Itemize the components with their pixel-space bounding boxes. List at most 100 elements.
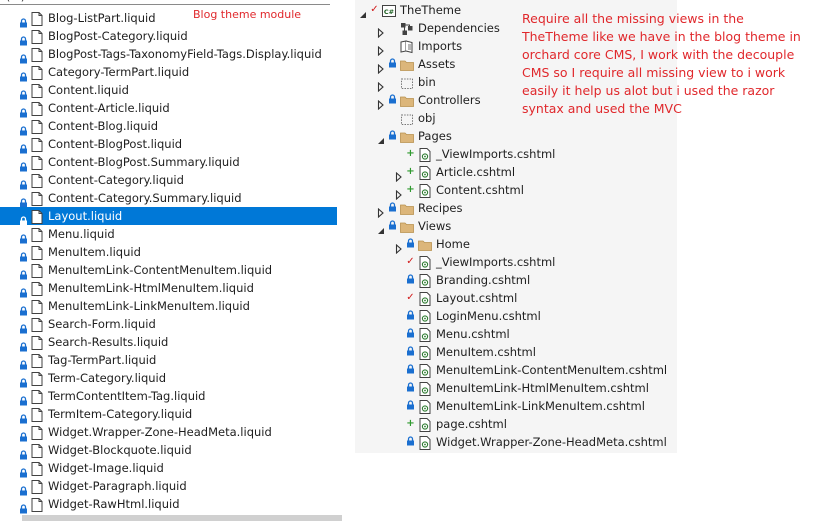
liquid-file-item[interactable]: Content.liquid [0, 81, 346, 100]
tree-node-label: TheTheme [400, 3, 462, 17]
liquid-file-item[interactable]: Widget.Wrapper-Zone-HeadMeta.liquid [0, 423, 346, 442]
tree-node-label: Dependencies [418, 21, 500, 35]
liquid-file-item[interactable]: TermItem-Category.liquid [0, 405, 346, 424]
tree-node[interactable]: MenuItemLink-HtmlMenuItem.cshtml [395, 379, 677, 397]
tree-node[interactable]: Imports [377, 37, 677, 57]
tree-node[interactable]: ✓C#TheTheme [359, 1, 677, 19]
liquid-file-item[interactable]: TermContentItem-Tag.liquid [0, 387, 346, 406]
expander-collapsed-icon[interactable] [395, 185, 403, 201]
tree-node[interactable]: Menu.cshtml [395, 325, 677, 343]
liquid-file-item[interactable]: Widget-Blockquote.liquid [0, 441, 346, 460]
lock-icon [405, 328, 416, 340]
expander-expanded-icon[interactable] [359, 5, 367, 18]
expander-collapsed-icon[interactable] [395, 239, 403, 255]
liquid-file-item[interactable]: Term-Category.liquid [0, 369, 346, 388]
tree-node[interactable]: bin [377, 73, 677, 93]
liquid-file-item[interactable]: Menu.liquid [0, 225, 346, 244]
lock-icon [19, 157, 28, 172]
expander-collapsed-icon[interactable] [377, 203, 385, 219]
liquid-file-item[interactable]: Category-TermPart.liquid [0, 63, 346, 82]
liquid-file-item[interactable]: Widget-RawHtml.liquid [0, 495, 346, 514]
tree-node[interactable]: ✓Layout.cshtml [395, 289, 677, 307]
tree-node[interactable]: ✓_ViewImports.cshtml [395, 253, 677, 271]
tree-node[interactable]: +Article.cshtml [395, 163, 677, 183]
expander-collapsed-icon[interactable] [377, 59, 385, 75]
expander-collapsed-icon[interactable] [377, 23, 385, 39]
tree-node[interactable]: Dependencies [377, 19, 677, 39]
file-icon [31, 335, 43, 350]
tree-node[interactable]: Views [377, 217, 677, 235]
tree-node[interactable]: Recipes [377, 199, 677, 219]
liquid-file-item[interactable]: Layout.liquid [0, 207, 337, 226]
liquid-file-item[interactable]: Tag-TermPart.liquid [0, 351, 346, 370]
expander-collapsed-icon[interactable] [377, 41, 385, 57]
tree-node[interactable]: Widget.Wrapper-Zone-HeadMeta.cshtml [395, 433, 677, 451]
plus-icon: + [406, 418, 415, 429]
liquid-file-item[interactable]: MenuItem.liquid [0, 243, 346, 262]
liquid-file-item[interactable]: MenuItemLink-ContentMenuItem.liquid [0, 261, 346, 280]
liquid-file-item[interactable]: BlogPost-Category.liquid [0, 27, 346, 46]
razor-file-icon [418, 183, 432, 198]
liquid-file-item[interactable]: Content-Category.liquid [0, 171, 346, 190]
razor-file-icon [418, 345, 432, 360]
lock-icon [387, 220, 398, 232]
expander-expanded-icon[interactable] [377, 221, 385, 234]
tree-node[interactable]: Pages [377, 127, 677, 145]
razor-file-icon [418, 363, 432, 378]
liquid-file-name: Widget-Image.liquid [48, 461, 164, 475]
liquid-file-item[interactable]: Content-BlogPost.Summary.liquid [0, 153, 346, 172]
tree-node[interactable]: LoginMenu.cshtml [395, 307, 677, 325]
cut-off-header-text: (...) [6, 0, 25, 3]
liquid-file-item[interactable]: Search-Form.liquid [0, 315, 346, 334]
expander-collapsed-icon[interactable] [395, 167, 403, 183]
tree-node[interactable]: MenuItemLink-ContentMenuItem.cshtml [395, 361, 677, 379]
liquid-file-name: Search-Results.liquid [48, 335, 169, 349]
lock-icon [19, 175, 28, 190]
liquid-file-name: Widget.Wrapper-Zone-HeadMeta.liquid [48, 425, 272, 439]
expander-collapsed-icon[interactable] [377, 95, 385, 111]
tree-node[interactable]: obj [377, 109, 677, 127]
liquid-file-name: Content-Category.Summary.liquid [48, 191, 242, 205]
tree-node-label: Branding.cshtml [436, 273, 531, 287]
tree-node[interactable]: Assets [377, 55, 677, 75]
liquid-file-item[interactable]: Blog-ListPart.liquid [0, 9, 346, 28]
tree-node[interactable]: Home [395, 235, 677, 255]
folder-icon [400, 201, 414, 215]
checkmark-icon: ✓ [406, 256, 415, 267]
liquid-file-item[interactable]: Content-BlogPost.liquid [0, 135, 346, 154]
tree-node-label: bin [418, 75, 436, 89]
liquid-file-item[interactable]: Content-Category.Summary.liquid [0, 189, 346, 208]
file-icon [31, 173, 43, 188]
tree-node[interactable]: Branding.cshtml [395, 271, 677, 289]
razor-file-icon [418, 435, 432, 450]
liquid-file-item[interactable]: MenuItemLink-LinkMenuItem.liquid [0, 297, 346, 316]
liquid-file-item[interactable]: Content-Article.liquid [0, 99, 346, 118]
liquid-file-item[interactable]: Widget-Paragraph.liquid [0, 477, 346, 496]
file-icon [31, 155, 43, 170]
liquid-file-name: Content-BlogPost.liquid [48, 137, 183, 151]
lock-icon [19, 499, 28, 514]
file-icon [31, 227, 43, 242]
liquid-file-item[interactable]: MenuItemLink-HtmlMenuItem.liquid [0, 279, 346, 298]
liquid-file-item[interactable]: Search-Results.liquid [0, 333, 346, 352]
lock-icon [19, 193, 28, 208]
liquid-file-name: MenuItemLink-ContentMenuItem.liquid [48, 263, 273, 277]
liquid-file-name: Widget-Paragraph.liquid [48, 479, 187, 493]
liquid-file-item[interactable]: Widget-Image.liquid [0, 459, 346, 478]
dependencies-icon [400, 21, 414, 35]
lock-icon [19, 301, 28, 316]
expander-expanded-icon[interactable] [377, 131, 385, 144]
liquid-file-name: Content-Article.liquid [48, 101, 170, 115]
tree-node-label: Controllers [418, 93, 481, 107]
tree-node[interactable]: +page.cshtml [395, 415, 677, 433]
tree-node[interactable]: +_ViewImports.cshtml [395, 145, 677, 163]
tree-node[interactable]: MenuItemLink-LinkMenuItem.cshtml [395, 397, 677, 415]
tree-node[interactable]: MenuItem.cshtml [395, 343, 677, 361]
liquid-file-name: Term-Category.liquid [48, 371, 167, 385]
expander-collapsed-icon[interactable] [377, 77, 385, 93]
horizontal-scrollbar[interactable] [22, 515, 342, 521]
liquid-file-item[interactable]: Content-Blog.liquid [0, 117, 346, 136]
tree-node[interactable]: +Content.cshtml [395, 181, 677, 201]
tree-node[interactable]: Controllers [377, 91, 677, 111]
liquid-file-item[interactable]: BlogPost-Tags-TaxonomyField-Tags.Display… [0, 45, 346, 64]
